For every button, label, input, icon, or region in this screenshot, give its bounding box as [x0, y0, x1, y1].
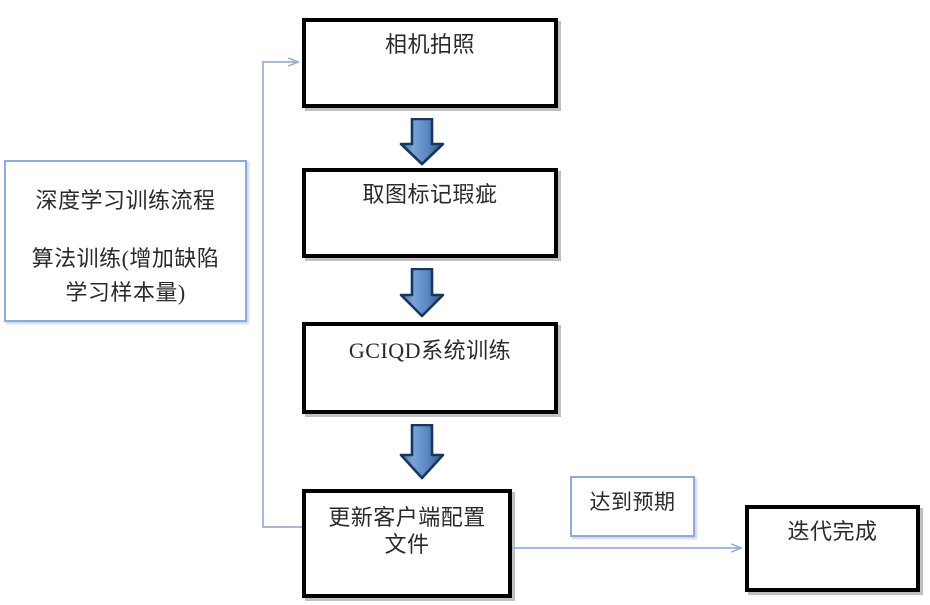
- side-note-box: 深度学习训练流程 算法训练(增加缺陷 学习样本量): [4, 160, 247, 322]
- side-note-line-1: 深度学习训练流程: [35, 188, 216, 213]
- process-label-camera-capture: 相机拍照: [384, 32, 475, 57]
- terminal-label-iteration-complete: 迭代完成: [787, 519, 878, 544]
- process-box-camera-capture[interactable]: 相机拍照: [302, 18, 558, 108]
- block-arrow-down-2: [399, 268, 445, 318]
- connector-feedback-loop: [262, 62, 302, 528]
- side-note-line-2: 算法训练(增加缺陷 学习样本量): [31, 246, 220, 306]
- process-box-gciqd-training[interactable]: GCIQD系统训练: [302, 322, 558, 414]
- process-box-update-client-config[interactable]: 更新客户端配置 文件: [302, 489, 512, 598]
- process-box-mark-defects[interactable]: 取图标记瑕疵: [302, 168, 558, 258]
- block-arrow-down-3: [399, 424, 445, 480]
- condition-note-meets-expectation: 达到预期: [570, 476, 695, 537]
- process-label-mark-defects: 取图标记瑕疵: [362, 182, 498, 207]
- block-arrow-down-1: [399, 118, 445, 166]
- process-label-gciqd-training: GCIQD系统训练: [348, 338, 512, 363]
- process-label-update-client-config: 更新客户端配置 文件: [328, 505, 486, 557]
- condition-note-label: 达到预期: [589, 490, 676, 514]
- terminal-box-iteration-complete[interactable]: 迭代完成: [745, 505, 920, 592]
